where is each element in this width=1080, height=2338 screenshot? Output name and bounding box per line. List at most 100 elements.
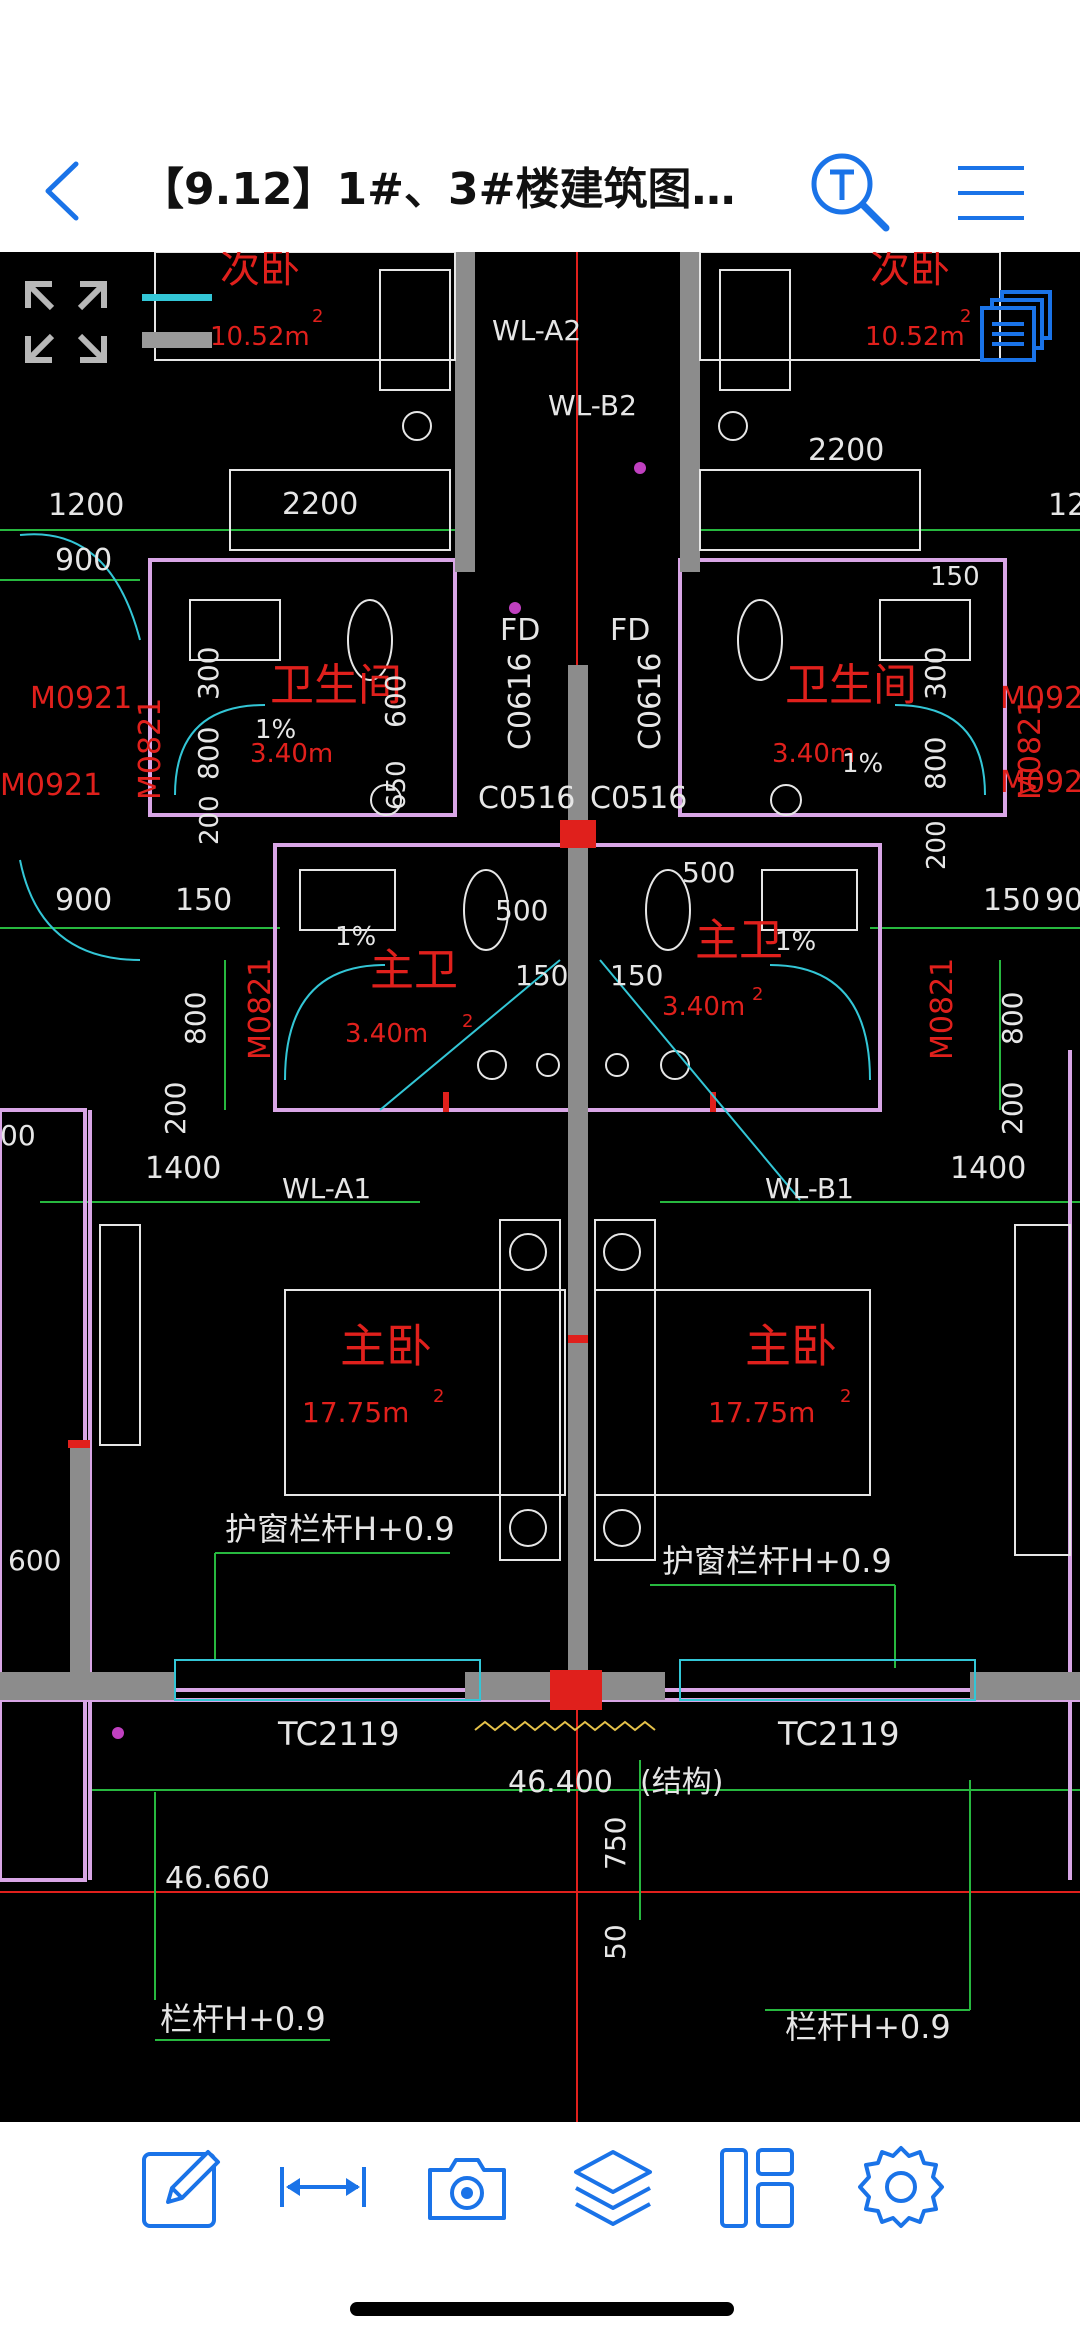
drawing-annotations: WL-A2 WL-B2 WL-A1 WL-B1 FD FD C0616 C061… (0, 314, 1080, 2046)
dimension: 500 (682, 856, 735, 889)
door-swings (19, 533, 986, 1201)
chevron-left-icon (45, 161, 79, 221)
slope-tag: 1% (335, 922, 376, 952)
dimension: 2200 (282, 487, 358, 522)
door-tag: M0921 (1000, 681, 1080, 716)
dimension: 900 (55, 883, 112, 918)
railing-note: 护窗栏杆H+0.9 (225, 1510, 455, 1548)
dimension: 200 (195, 795, 225, 845)
dimension: 500 (495, 894, 548, 927)
door-tag: M0821 (925, 958, 960, 1060)
page-stack-icon (980, 290, 1052, 362)
area-sup: 2 (433, 1386, 444, 1407)
room-area: 10.52m (210, 322, 310, 352)
dimension: 50 (599, 1924, 632, 1960)
dimension: 800 (996, 992, 1029, 1045)
dimension: 150 (175, 883, 232, 918)
cad-drawing-canvas[interactable]: 次卧 10.52m 次卧 10.52m 卫生间 3.40m 卫生间 3.40m … (0, 252, 1080, 2122)
window-tag: C0616 (503, 653, 538, 750)
door-tag: M0821 (1013, 698, 1048, 800)
elevation-note: (结构) (640, 1765, 723, 1800)
room-label: 主卫 (370, 945, 458, 996)
measure-button[interactable] (278, 2142, 368, 2232)
app-header: 【9.12】1#、3#楼建筑图纸... (0, 0, 1080, 252)
door-tag: M0821 (133, 698, 168, 800)
line-weight-toggle[interactable] (138, 290, 218, 354)
dimension: 900 (55, 543, 112, 578)
wall-markers (68, 820, 716, 1710)
dimension: 300 (192, 647, 225, 700)
annotate-button[interactable] (136, 2142, 226, 2232)
master-bedroom-furniture (99, 1219, 1071, 1561)
room-label: 卫生间 (270, 660, 402, 711)
dimension: 750 (599, 1817, 632, 1870)
dimension: 800 (192, 727, 225, 780)
floor-drain-tag: FD (500, 613, 540, 648)
door-tag: M0821 (243, 958, 278, 1060)
stair-hatch (474, 1720, 656, 1732)
dimension: 200 (159, 1082, 192, 1135)
layout-icon (720, 2148, 794, 2228)
elevation-label: 46.660 (165, 1861, 270, 1896)
room-label: 主卧 (745, 1319, 837, 1373)
document-title: 【9.12】1#、3#楼建筑图纸... (140, 164, 760, 215)
dimension: 1400 (145, 1151, 221, 1186)
room-area: 3.40m (345, 1019, 428, 1049)
node-markers (112, 462, 646, 1739)
dimension: 1400 (950, 1151, 1026, 1186)
edit-note-icon (142, 2150, 220, 2228)
pipe-tag: WL-B2 (548, 389, 637, 422)
door-tag: M0921 (1000, 765, 1080, 800)
slope-tag: 1% (775, 927, 816, 957)
bathroom-fixtures (189, 599, 971, 1080)
measure-icon (280, 2167, 366, 2207)
room-labels: 次卧 10.52m 次卧 10.52m 卫生间 3.40m 卫生间 3.40m … (0, 252, 1080, 1429)
layers-button[interactable] (568, 2142, 658, 2232)
dimension: 650 (382, 760, 412, 810)
area-sup: 2 (752, 984, 763, 1005)
area-sup: 2 (960, 306, 971, 327)
area-sup: 2 (312, 306, 323, 327)
layout-button[interactable] (712, 2142, 802, 2232)
floor-drain-tag: FD (610, 613, 650, 648)
dimension: 120 (1048, 488, 1080, 523)
dimension: 1200 (48, 488, 124, 523)
dimension: 200 (996, 1082, 1029, 1135)
fullscreen-expand-icon (25, 281, 107, 363)
settings-button[interactable] (856, 2142, 946, 2232)
room-label: 主卧 (340, 1319, 432, 1373)
area-sup: 2 (462, 1011, 473, 1032)
window-tag: C0516 (590, 781, 687, 816)
area-sup: 2 (840, 1386, 851, 1407)
room-label: 卫生间 (785, 660, 917, 711)
settings-gear-icon (858, 2146, 944, 2228)
slope-tag: 1% (842, 749, 883, 779)
layers-icon (574, 2150, 652, 2226)
dimension: 2200 (808, 433, 884, 468)
dimension: 800 (919, 737, 952, 790)
dimension: 600 (8, 1544, 61, 1577)
dimension: 800 (179, 992, 212, 1045)
dimension: 300 (919, 647, 952, 700)
room-label: 次卧 (220, 252, 300, 292)
elevation-label: 46.400 (508, 1765, 613, 1800)
room-area: 3.40m (772, 739, 855, 769)
upper-furniture (154, 252, 1001, 551)
room-label: 主卫 (695, 915, 783, 966)
pages-button[interactable] (976, 286, 1056, 366)
dimension: 150 (930, 562, 980, 592)
window-tag: C0516 (478, 781, 575, 816)
dimension: 600 (379, 675, 412, 728)
back-button[interactable] (40, 158, 84, 224)
dimension: 200 (922, 820, 952, 870)
text-search-button[interactable] (806, 148, 896, 238)
pipe-tag: WL-A2 (492, 314, 581, 347)
dimension: 150 (983, 883, 1040, 918)
camera-button[interactable] (422, 2142, 512, 2232)
railing-note: 护窗栏杆H+0.9 (662, 1542, 892, 1580)
menu-button[interactable] (954, 160, 1028, 226)
fullscreen-button[interactable] (22, 278, 110, 366)
camera-icon (428, 2158, 506, 2220)
window-tag: C0616 (633, 653, 668, 750)
window-tag: TC2119 (277, 1715, 399, 1753)
